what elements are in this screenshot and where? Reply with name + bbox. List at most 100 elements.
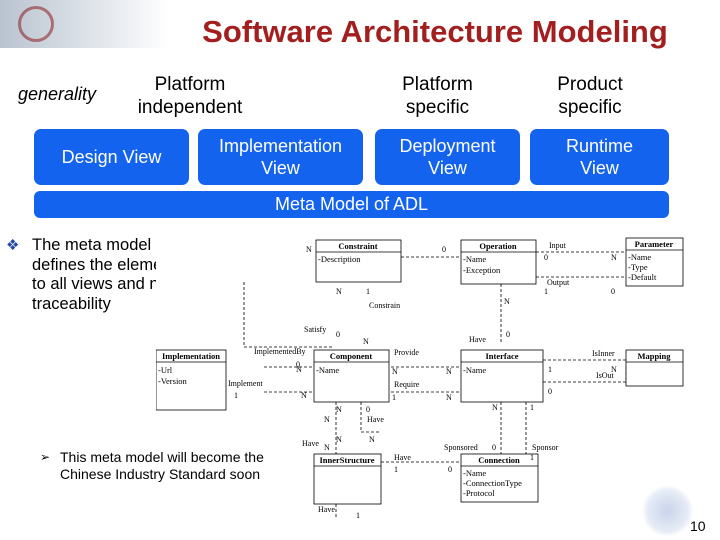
multiplicity: 1: [394, 465, 398, 474]
multiplicity: N: [306, 245, 312, 254]
uml-class-diagram: Constraint -Description Operation -Name …: [156, 232, 689, 524]
uml-multiplicities: N 0 N 1 N 0 0 1 N 0 0 N N 0 1 N N N 1 N …: [234, 245, 617, 520]
multiplicity: 0: [336, 330, 340, 339]
assoc-constraint-component: [243, 282, 334, 348]
header-platform-specific: Platform specific: [380, 73, 495, 119]
sub-bullet-line: Chinese Industry Standard soon: [60, 466, 261, 482]
assoc-label: Input: [549, 241, 567, 250]
uml-association-labels: Input Output Constrain Satisfy Implement…: [228, 241, 615, 514]
class-attr: -Name: [316, 365, 339, 375]
assoc-label: Provide: [394, 348, 419, 357]
view-label: Deployment: [399, 136, 496, 156]
view-label: View: [580, 158, 619, 178]
class-attr: -Default: [628, 272, 657, 282]
class-name: Component: [330, 351, 373, 361]
sub-bullet-text: This meta model will become the Chinese …: [60, 449, 300, 483]
class-name: InnerStructure: [319, 455, 374, 465]
multiplicity: N: [369, 435, 375, 444]
multiplicity: N: [492, 403, 498, 412]
class-attr: -Name: [628, 252, 651, 262]
multiplicity: 0: [492, 443, 496, 452]
uml-classes: Constraint -Description Operation -Name …: [156, 237, 684, 505]
multiplicity: 1: [530, 403, 534, 412]
assoc-label: Have: [367, 415, 384, 424]
assoc-label: Satisfy: [304, 325, 326, 334]
multiplicity: 1: [366, 287, 370, 296]
multiplicity: N: [336, 405, 342, 414]
class-attr: -Exception: [463, 265, 501, 275]
bullet-line: traceability: [32, 294, 111, 313]
assoc-label: Output: [547, 278, 570, 287]
deployment-view-box: Deployment View: [375, 129, 520, 185]
class-name: Operation: [479, 241, 517, 251]
assoc-component-have: [360, 402, 381, 433]
class-attr: -Name: [463, 365, 486, 375]
header-platform-independent: Platform independent: [128, 73, 252, 119]
multiplicity: 0: [611, 287, 615, 296]
multiplicity: 0: [548, 387, 552, 396]
multiplicity: 1: [544, 287, 548, 296]
class-attr: -Version: [158, 376, 188, 386]
multiplicity: N: [324, 415, 330, 424]
sub-bullet-line: This meta model will become the: [60, 449, 264, 465]
assoc-label: Constrain: [369, 301, 400, 310]
class-attr: -Protocol: [463, 488, 495, 498]
assoc-label: Implement: [228, 379, 263, 388]
multiplicity: N: [336, 287, 342, 296]
view-label: Design View: [61, 147, 162, 167]
class-name: Parameter: [635, 239, 674, 249]
multiplicity: 0: [366, 405, 370, 414]
multiplicity: 1: [548, 365, 552, 374]
multiplicity: N: [363, 337, 369, 346]
assoc-label: Have: [394, 453, 411, 462]
header-product-specific: Product specific: [540, 73, 640, 119]
view-label: Implementation: [218, 136, 343, 156]
multiplicity: N: [301, 391, 307, 400]
multiplicity: 1: [234, 391, 238, 400]
class-name: Mapping: [637, 351, 671, 361]
assoc-label: Have: [318, 505, 335, 514]
diamond-bullet-icon: ❖: [6, 237, 20, 254]
multiplicity: 0: [296, 360, 300, 369]
multiplicity: 0: [442, 245, 446, 254]
class-name: Interface: [485, 351, 518, 361]
multiplicity: N: [392, 367, 398, 376]
multiplicity: N: [324, 443, 330, 452]
university-emblem-icon: [18, 6, 54, 42]
meta-model-bar: Meta Model of ADL: [34, 191, 669, 218]
class-attr: -Url: [158, 365, 173, 375]
class-name: Connection: [478, 455, 520, 465]
multiplicity: 1: [392, 393, 396, 402]
header-line: Product: [557, 74, 623, 95]
class-name: Constraint: [338, 241, 377, 251]
assoc-label: ImplementedBy: [254, 347, 306, 356]
class-name: Implementation: [162, 351, 220, 361]
assoc-label: Sponsored: [444, 443, 478, 452]
multiplicity: N: [611, 365, 617, 374]
multiplicity: N: [336, 435, 342, 444]
page-number: 10: [690, 518, 706, 534]
slide-title: Software Architecture Modeling: [202, 14, 668, 49]
class-attr: -Name: [463, 468, 486, 478]
assoc-label: Require: [394, 380, 420, 389]
assoc-label: Have: [469, 335, 486, 344]
class-attr: -Description: [318, 254, 361, 264]
multiplicity: 0: [544, 253, 548, 262]
multiplicity: N: [296, 365, 302, 374]
multiplicity: 0: [448, 465, 452, 474]
design-view-box: Design View: [34, 129, 189, 185]
generality-label: generality: [18, 84, 97, 104]
view-label: View: [428, 158, 467, 178]
multiplicity: 0: [506, 330, 510, 339]
multiplicity: N: [504, 297, 510, 306]
header-line: specific: [405, 97, 470, 118]
view-label: View: [261, 158, 300, 178]
header-line: Platform: [402, 74, 473, 95]
class-attr: -ConnectionType: [463, 478, 522, 488]
sub-bullet: ➢ This meta model will become the Chines…: [40, 449, 300, 483]
header-line: specific: [558, 97, 622, 118]
runtime-view-box: Runtime View: [530, 129, 669, 185]
footer-emblem-icon: [640, 486, 695, 536]
class-attr: -Type: [628, 262, 648, 272]
multiplicity: N: [446, 367, 452, 376]
